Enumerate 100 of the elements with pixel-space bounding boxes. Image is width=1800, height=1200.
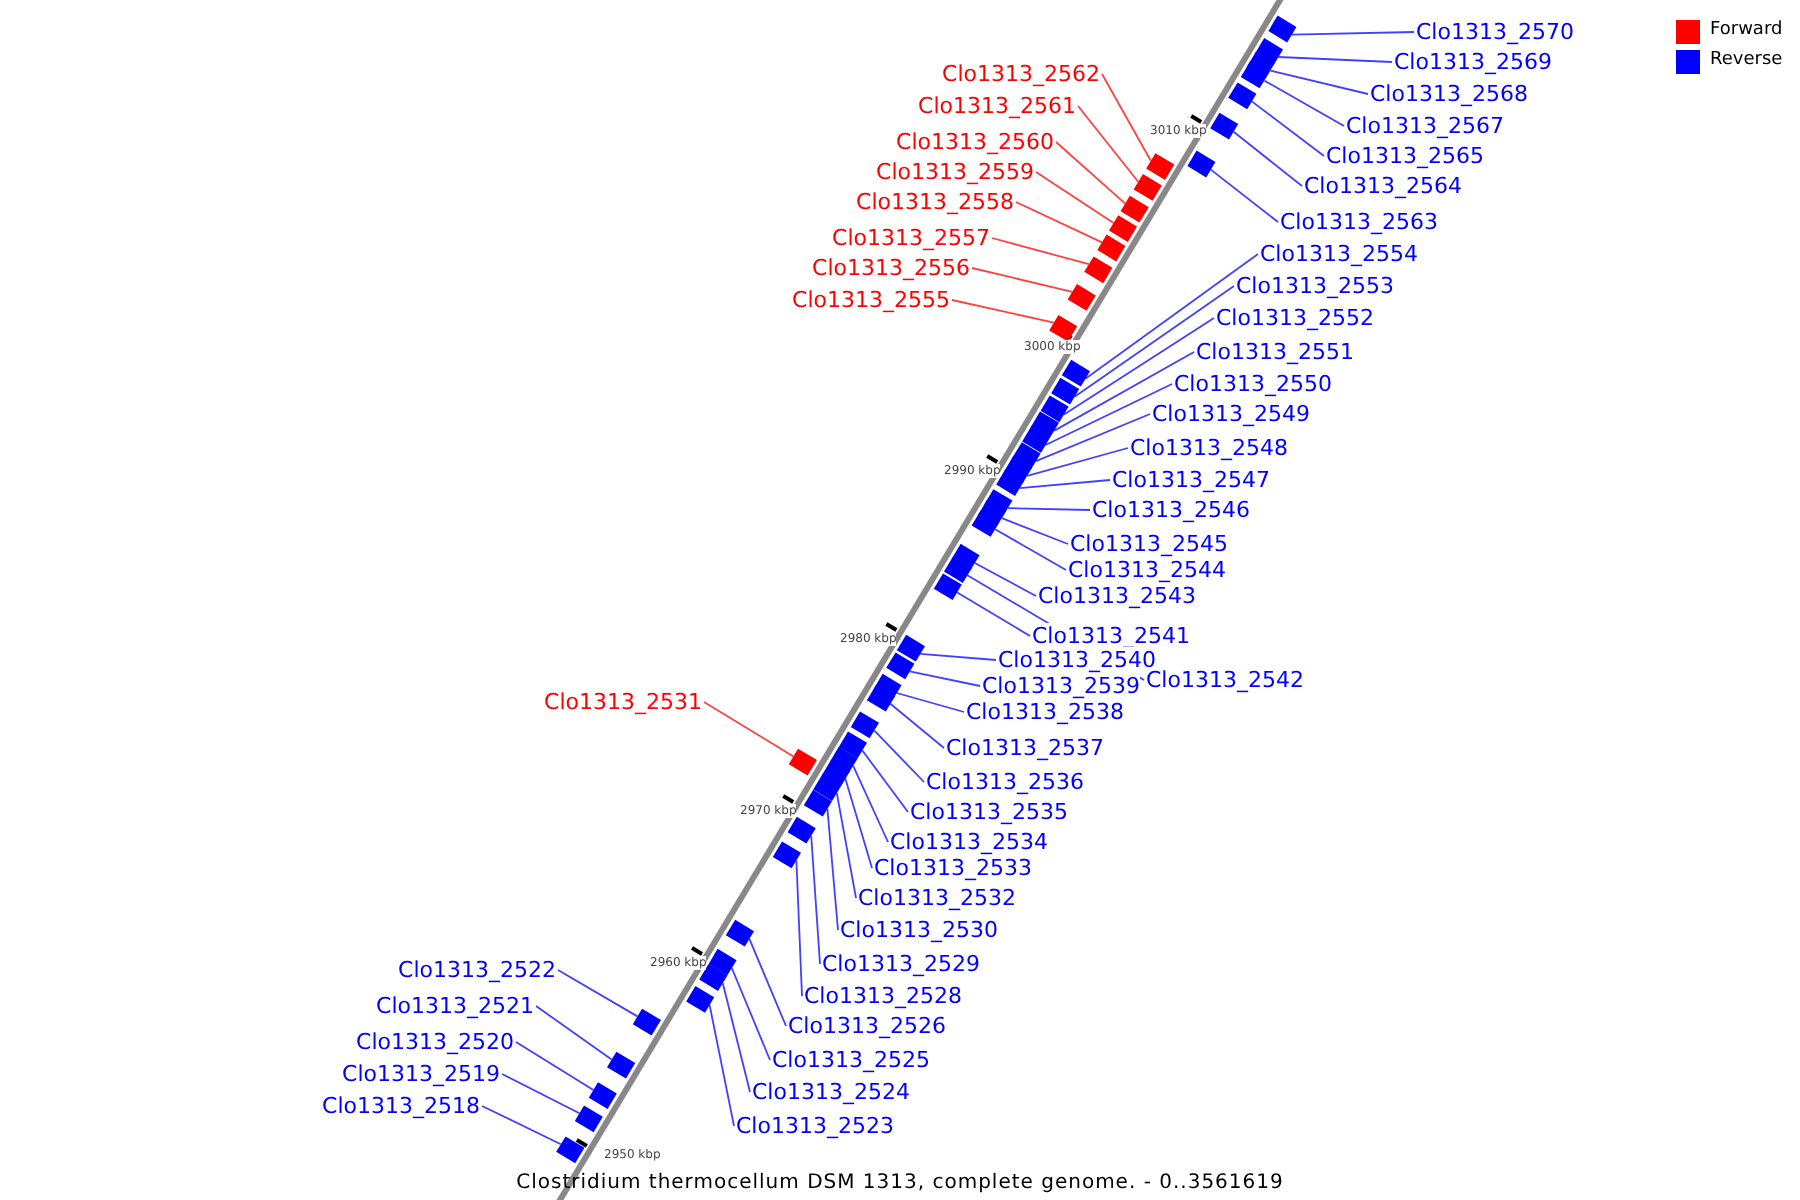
gene-block xyxy=(1084,256,1113,284)
gene-label: Clo1313_2570 xyxy=(1416,19,1574,45)
leader-line xyxy=(971,267,1074,293)
gene-label: Clo1313_2521 xyxy=(376,993,534,1019)
gene-block xyxy=(944,556,973,583)
leader-line xyxy=(889,702,945,749)
leader-line xyxy=(1232,130,1303,187)
gene-block xyxy=(1061,359,1090,387)
gene-label: Clo1313_2554 xyxy=(1260,241,1418,267)
gene-block xyxy=(1049,315,1078,342)
gene-label: Clo1313_2546 xyxy=(1092,497,1250,523)
gene-label: Clo1313_2565 xyxy=(1326,143,1484,169)
gene-label: Clo1313_2555 xyxy=(792,287,950,313)
gene-label: Clo1313_2535 xyxy=(910,799,1068,825)
gene-label: Clo1313_2563 xyxy=(1280,209,1438,235)
leader-line xyxy=(1035,171,1115,224)
leader-line xyxy=(1101,73,1152,162)
gene-block xyxy=(933,573,962,600)
gene-label: Clo1313_2518 xyxy=(322,1093,480,1119)
gene-block xyxy=(886,652,915,680)
leader-line xyxy=(730,967,771,1061)
leader-line xyxy=(956,591,1031,637)
gene-label: Clo1313_2533 xyxy=(874,855,1032,881)
gene-label: Clo1313_2564 xyxy=(1304,173,1462,199)
gene-label: Clo1313_2547 xyxy=(1112,467,1270,493)
leader-line xyxy=(1277,56,1393,63)
gene-block xyxy=(607,1051,636,1079)
leader-line xyxy=(852,764,889,843)
leader-line xyxy=(919,652,997,661)
leader-line xyxy=(835,792,857,899)
gene-label: Clo1313_2567 xyxy=(1346,113,1504,139)
gene-block xyxy=(588,1082,617,1109)
leader-line xyxy=(973,562,1037,597)
gene-block xyxy=(788,748,817,776)
gene-block xyxy=(1268,15,1297,43)
gene-label: Clo1313_2558 xyxy=(856,189,1014,215)
gene-label: Clo1313_2522 xyxy=(398,957,556,983)
gene-block xyxy=(838,731,867,759)
gene-label: Clo1313_2531 xyxy=(544,689,702,715)
gene-label: Clo1313_2549 xyxy=(1152,401,1310,427)
leader-line xyxy=(991,237,1090,266)
gene-label: Clo1313_2542 xyxy=(1146,667,1304,693)
gene-label: Clo1313_2545 xyxy=(1070,531,1228,557)
gene-block xyxy=(1022,426,1051,453)
leader-line xyxy=(708,1004,735,1127)
leader-line xyxy=(501,1073,581,1115)
gene-label: Clo1313_2568 xyxy=(1370,81,1528,107)
gene-label: Clo1313_2550 xyxy=(1174,371,1332,397)
leader-line xyxy=(1077,105,1140,183)
gene-label: Clo1313_2528 xyxy=(804,983,962,1009)
gene-label: Clo1313_2539 xyxy=(982,673,1140,699)
leader-line xyxy=(873,729,925,783)
gene-block xyxy=(866,684,895,712)
leader-line xyxy=(1044,383,1173,446)
gene-block xyxy=(1187,150,1216,178)
gene-block xyxy=(1109,215,1137,242)
gene-label: Clo1313_2537 xyxy=(946,735,1104,761)
gene-label: Clo1313_2532 xyxy=(858,885,1016,911)
gene-block xyxy=(1240,61,1269,89)
leader-line xyxy=(1006,507,1091,511)
leader-line xyxy=(908,670,981,687)
gene-block xyxy=(1210,112,1239,140)
leader-line xyxy=(557,969,639,1018)
leader-line xyxy=(1055,141,1127,205)
gene-block xyxy=(850,711,879,739)
leader-line xyxy=(1269,69,1369,95)
leader-line xyxy=(721,982,751,1093)
gene-label: Clo1313_2561 xyxy=(918,93,1076,119)
gene-label: Clo1313_2520 xyxy=(356,1029,514,1055)
leader-line xyxy=(748,937,787,1027)
leader-line xyxy=(1053,351,1195,432)
gene-label: Clo1313_2543 xyxy=(1038,583,1196,609)
gene-label: Clo1313_2548 xyxy=(1130,435,1288,461)
gene-block xyxy=(632,1008,661,1036)
leader-line xyxy=(826,807,839,931)
gene-label: Clo1313_2562 xyxy=(942,61,1100,87)
gene-block xyxy=(1120,195,1149,223)
gene-block xyxy=(1067,284,1096,311)
gene-label: Clo1313_2530 xyxy=(840,917,998,943)
gene-block xyxy=(708,948,737,976)
leader-line xyxy=(1026,447,1129,477)
caption: Clostridium thermocellum DSM 1313, complete genome. - 0..3561619 xyxy=(516,1172,1284,1194)
legend-label: Forward xyxy=(1710,18,1783,44)
gene-block xyxy=(772,841,801,869)
leader-line xyxy=(1018,479,1111,490)
gene-label: Clo1313_2559 xyxy=(876,159,1034,185)
legend-label: Reverse xyxy=(1710,48,1783,74)
gene-label: Clo1313_2556 xyxy=(812,255,970,281)
gene-block xyxy=(1040,395,1069,423)
gene-label: Clo1313_2529 xyxy=(822,951,980,977)
gene-label: Clo1313_2538 xyxy=(966,699,1124,725)
gene-block xyxy=(996,469,1025,496)
leader-line xyxy=(1073,285,1235,398)
leader-line xyxy=(535,1005,613,1061)
leader-line xyxy=(1209,168,1279,223)
leader-line xyxy=(515,1041,595,1091)
gene-block xyxy=(1133,174,1162,201)
gene-label: Clo1313_2560 xyxy=(896,129,1054,155)
gene-label: Clo1313_2551 xyxy=(1196,339,1354,365)
gene-label: Clo1313_2553 xyxy=(1236,273,1394,299)
